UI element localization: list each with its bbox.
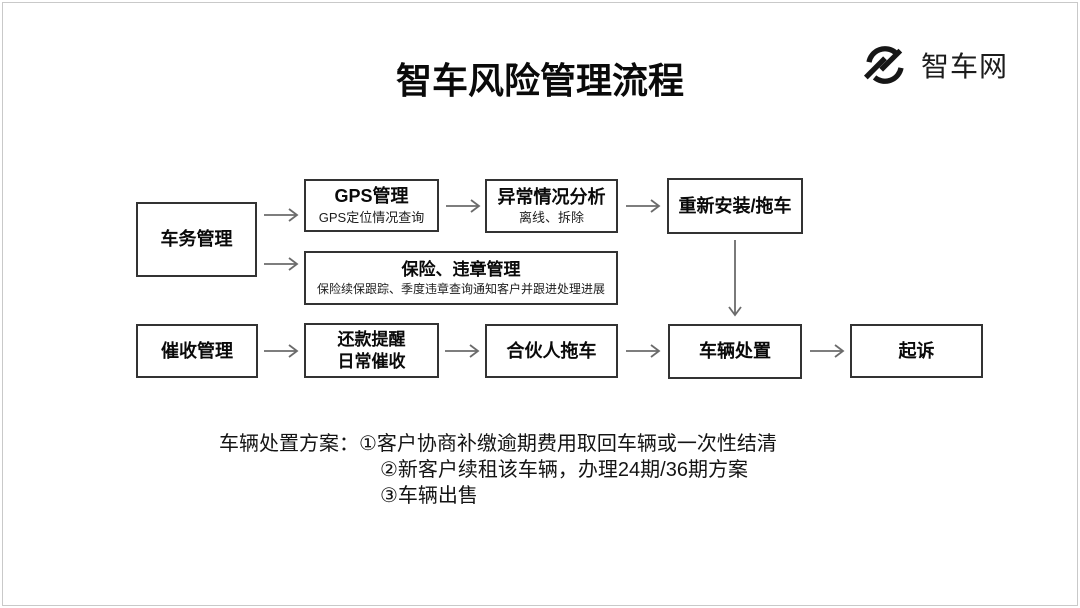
- node-label: GPS管理: [334, 186, 409, 207]
- node-label: 车辆处置: [699, 341, 771, 362]
- node-repayment-reminder: 还款提醒 日常催收: [304, 323, 439, 378]
- note-line-2: ②新客户续租该车辆，办理24期/36期方案: [380, 459, 748, 481]
- node-subtext: 保险续保跟踪、季度违章查询通知客户并跟进处理进展: [316, 282, 605, 297]
- node-lawsuit: 起诉: [850, 324, 983, 378]
- node-partner-tow: 合伙人拖车: [485, 324, 618, 378]
- node-collection-management: 催收管理: [136, 324, 258, 378]
- note-line-3: ③车辆出售: [380, 485, 478, 507]
- node-label: 异常情况分析: [497, 186, 606, 207]
- node-gps-management: GPS管理 GPS定位情况查询: [304, 179, 439, 232]
- node-reinstall-tow: 重新安装/拖车: [667, 178, 803, 234]
- node-label-line1: 还款提醒: [337, 330, 406, 350]
- node-label: 起诉: [898, 340, 935, 361]
- node-vehicle-management: 车务管理: [136, 202, 257, 277]
- node-label: 重新安装/拖车: [678, 195, 792, 216]
- node-label-line2: 日常催收: [337, 351, 406, 371]
- disposal-plan-notes: 车辆处置方案：①客户协商补缴逾期费用取回车辆或一次性结清 ②新客户续租该车辆，办…: [219, 431, 777, 509]
- node-vehicle-disposal: 车辆处置: [668, 324, 802, 379]
- arrow-vehicle-to-insurance-icon: [263, 256, 301, 272]
- node-subtext: GPS定位情况查询: [318, 209, 425, 225]
- node-label: 保险、违章管理: [401, 259, 521, 279]
- node-label: 合伙人拖车: [506, 340, 597, 361]
- arrow-gps-to-abnormal-icon: [445, 198, 483, 214]
- arrow-abnormal-to-reinstall-icon: [625, 198, 663, 214]
- node-subtext: 离线、拆除: [518, 210, 584, 226]
- arrow-vehicle-to-gps-icon: [263, 207, 301, 223]
- zhiche-logo-icon: [862, 42, 908, 88]
- arrow-disposal-to-lawsuit-icon: [809, 343, 847, 359]
- brand-logo: 智车网: [862, 42, 1008, 88]
- arrow-collection-to-repayment-icon: [263, 343, 301, 359]
- brand-name: 智车网: [921, 51, 1009, 82]
- arrow-partner-to-disposal-icon: [625, 343, 663, 359]
- page-title: 智车风险管理流程: [395, 60, 684, 101]
- arrow-reinstall-to-disposal-icon: [727, 239, 743, 319]
- node-abnormal-analysis: 异常情况分析 离线、拆除: [485, 179, 618, 233]
- note-line-1: 车辆处置方案：①客户协商补缴逾期费用取回车辆或一次性结清: [219, 433, 777, 455]
- node-label: 车务管理: [160, 229, 233, 250]
- arrow-repayment-to-partner-icon: [444, 343, 482, 359]
- node-label: 催收管理: [161, 340, 233, 361]
- node-insurance-violation-management: 保险、违章管理 保险续保跟踪、季度违章查询通知客户并跟进处理进展: [304, 251, 618, 305]
